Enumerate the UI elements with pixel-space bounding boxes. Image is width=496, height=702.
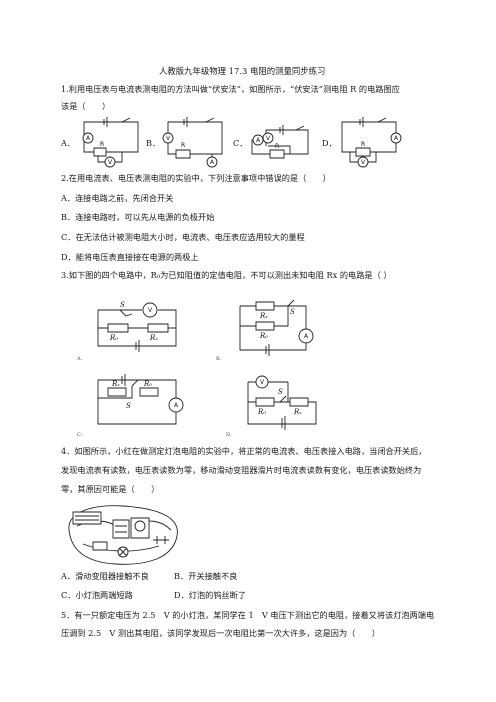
- q1a-ammeter-label: A: [86, 135, 91, 142]
- q3d-switch-label: S: [278, 388, 283, 396]
- q1b-ammeter-label: A: [210, 159, 215, 166]
- q4-stem-line2: 发现电流表有读数，电压表读数为零，移动滑动变阻器滑片时电流表读数有变化，电压表读…: [61, 465, 422, 475]
- q2-option-a: A．连接电路之前，先闭合开关: [61, 193, 174, 203]
- q3c-ammeter-label: A: [174, 402, 179, 409]
- q4-experiment-illustration: [63, 500, 183, 570]
- q3b-switch-label: S: [290, 308, 295, 316]
- q3-circuit-c-diagram: Rₓ R₀ S A: [92, 374, 182, 430]
- q1b-voltmeter-label: V: [166, 135, 171, 142]
- q3-option-c-label: C.: [77, 432, 83, 438]
- q3-circuit-b-diagram: Rₓ R₀ S A: [230, 296, 320, 358]
- q5-stem-line2: 压调到 2.5 V 测出其电阻，该同学发现后一次电阻比第一次大许多，这是因为（ …: [61, 628, 380, 638]
- q1d-resistor-label: R: [361, 141, 365, 148]
- q1-option-c-label: C．: [233, 138, 248, 148]
- q2-stem: 2.在用电流表、电压表测电阻的实验中，下列注意事项中错误的是（ ）: [61, 173, 331, 183]
- q3a-rx-label: Rₓ: [149, 334, 158, 342]
- q3-circuit-d-diagram: V R₀ Rₓ S: [240, 374, 324, 430]
- q3b-rx-label: Rₓ: [259, 312, 268, 320]
- q4-stem-line3: 零，其原因可能是（ ）: [61, 484, 160, 494]
- q3b-ammeter-label: A: [304, 333, 309, 340]
- q1b-resistor-label: R: [181, 142, 185, 149]
- q1-option-b-label: B．: [146, 138, 161, 148]
- q2-option-b: B．连接电路时，可以先从电源的负极开始: [61, 212, 215, 222]
- q3a-switch-label: S: [120, 301, 125, 309]
- q3d-rx-label: Rₓ: [293, 408, 302, 416]
- q4-stem-line1: 4．如图所示，小红在做测定灯泡电阻的实验中，将正常的电流表、电压表接入电路，当闭…: [61, 446, 427, 456]
- q3-circuit-a-diagram: S R₀ Rₓ V: [92, 301, 182, 354]
- q1d-voltmeter-label: V: [361, 159, 366, 166]
- q1-circuit-b-diagram: R V A: [162, 116, 228, 166]
- q1c-voltmeter-label: V: [266, 135, 271, 142]
- q3c-switch-label: S: [126, 402, 131, 410]
- q3-option-a-label: A.: [77, 356, 83, 362]
- q4-option-c: C．小灯泡两端短路: [61, 590, 133, 600]
- q1d-ammeter-label: A: [394, 135, 399, 142]
- q3d-r0-label: R₀: [257, 408, 266, 416]
- q1-option-a-label: A．: [61, 138, 76, 148]
- q1-stem-line2: 该是（ ）: [61, 101, 111, 111]
- q3d-voltmeter-label: V: [260, 379, 265, 386]
- q1-stem-line1: 1.利用电压表与电流表测电阻的方法叫做“伏安法”，如图所示，“伏安法”测电阻 R…: [61, 84, 400, 94]
- q5-stem-line1: 5．有一只额定电压为 2.5 V 的小灯泡，某同学在 1 V 电压下测出它的电阻…: [61, 610, 435, 620]
- q4-option-a: A．滑动变阻器接触不良: [61, 571, 149, 581]
- q3c-r0-label: R₀: [143, 380, 152, 388]
- q1a-voltmeter-label: V: [108, 159, 113, 166]
- q2-option-c: C．在无法估计被测电阻大小时，电流表、电压表应选用较大的量程: [61, 232, 305, 242]
- q2-option-d: D．能将电压表直接接在电源的两极上: [61, 252, 199, 262]
- q3b-r0-label: R₀: [259, 332, 268, 340]
- q1-circuit-d-diagram: R A V: [336, 116, 402, 166]
- q3-option-d-label: D.: [226, 432, 232, 438]
- q3a-r0-label: R₀: [109, 334, 118, 342]
- q1a-resistor-label: R: [100, 141, 104, 148]
- q1-circuit-a-diagram: R A V: [78, 116, 144, 166]
- q1c-ammeter-label: A: [256, 137, 261, 144]
- q3c-rx-label: Rₓ: [111, 380, 120, 388]
- q4-option-d: D．灯泡的钨丝断了: [174, 590, 247, 600]
- q4-option-b: B．开关接触不良: [174, 571, 238, 581]
- q3a-voltmeter-label: V: [148, 307, 153, 314]
- q1-circuit-c-diagram: R A V: [248, 118, 316, 166]
- q3-option-b-label: B.: [216, 356, 222, 362]
- document-title: 人教版九年级物理 17.3 电阻的测量同步练习: [159, 66, 326, 76]
- q3-stem: 3.如下图的四个电路中，R₀为已知阻值的定值电阻，不可以测出未知电阻 Rx 的电…: [61, 270, 392, 280]
- q1-option-d-label: D．: [322, 138, 337, 148]
- q1c-resistor-label: R: [275, 143, 279, 150]
